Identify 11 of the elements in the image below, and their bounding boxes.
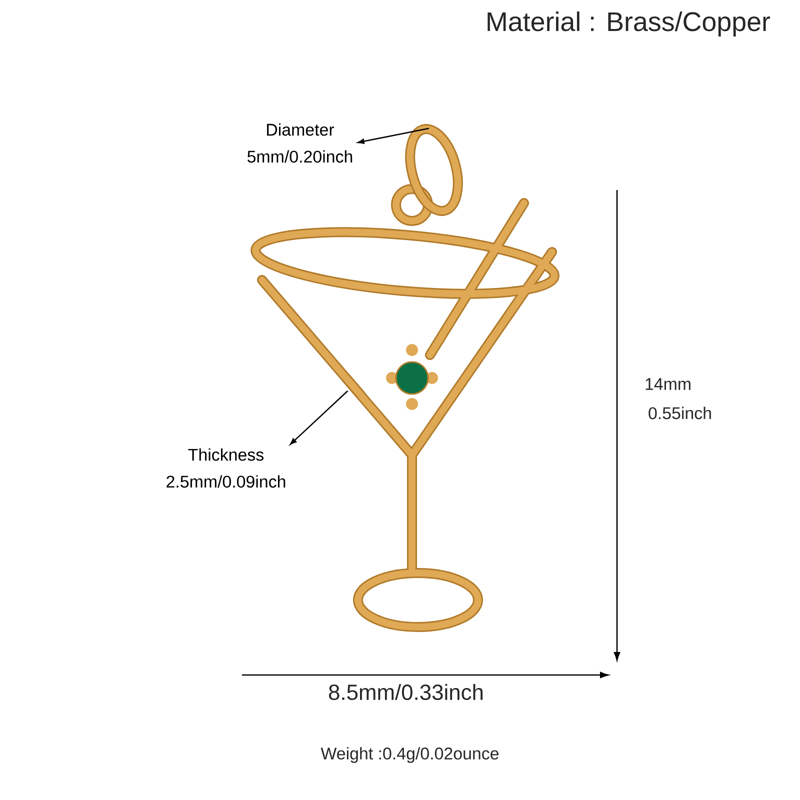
weight-note: Weight :0.4g/0.02ounce [320,747,499,763]
dimension-label: 8.5mm/0.33inch [328,684,483,700]
dimension-label: 0.55inch [648,406,711,420]
leader-arrow [290,390,348,445]
leader-arrow [358,128,430,144]
measure-label: Thickness 2.5mm/0.09inch [166,448,286,488]
glass-side-drawing [341,373,365,399]
measure-label: Diameter 5mm/0.20inch [248,123,352,163]
dimension-label: 14mm [646,378,690,390]
jump-ring-drawing [405,124,463,216]
title: Material : Brass/Copper [488,11,770,37]
